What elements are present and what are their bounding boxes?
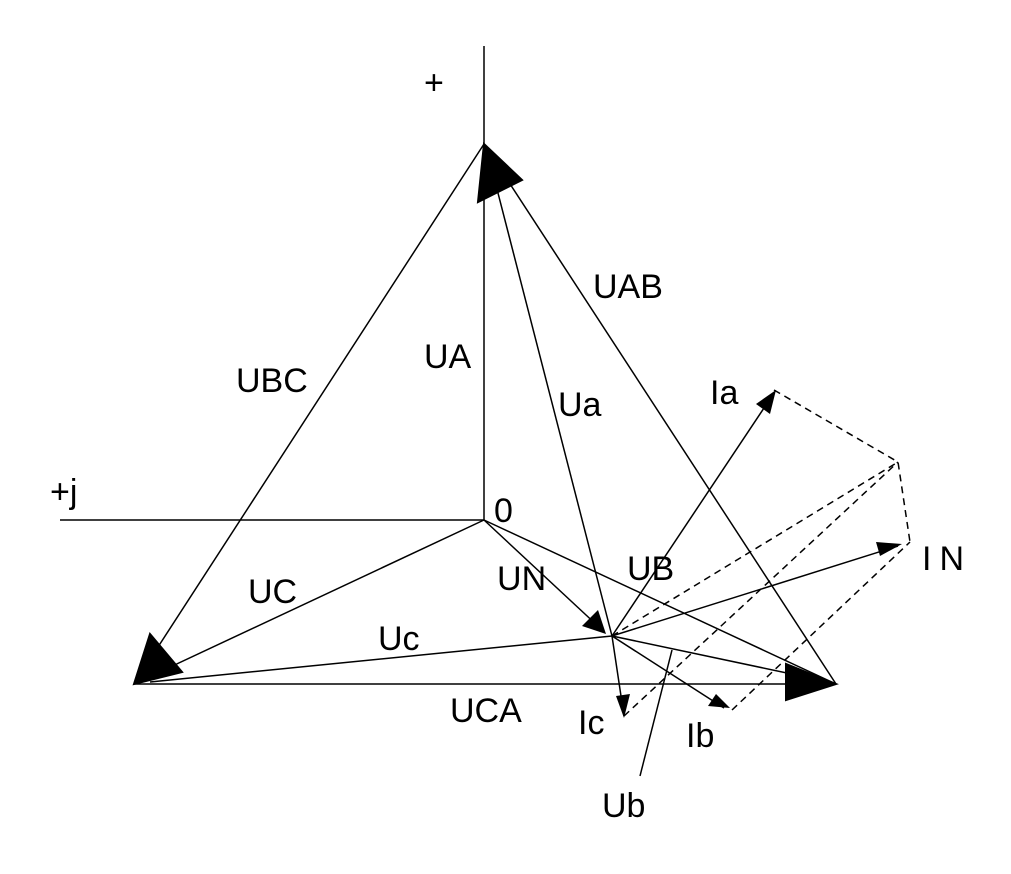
uc-line (133, 519, 485, 685)
un-line (483, 519, 601, 629)
label-Ib: Ib (686, 717, 714, 755)
label-Ua: Ua (558, 386, 602, 424)
arrowhead-vertex-c (132, 631, 184, 686)
label-origin: 0 (494, 492, 513, 530)
dashed-construction-ib (731, 541, 911, 711)
label-Ia: Ia (710, 374, 738, 412)
arrowhead-un (582, 610, 606, 634)
arrowhead-ia (756, 390, 776, 414)
dashed-construction-ic (623, 461, 899, 717)
arrowhead-vertex-b (785, 662, 839, 702)
ib-line (611, 635, 725, 709)
uab-line (483, 143, 837, 685)
arrowhead-ib (708, 694, 730, 708)
label-UA: UA (424, 338, 472, 376)
ub-leader-line (639, 649, 673, 777)
ia-line (611, 395, 773, 637)
label-plus-j: +j (50, 473, 77, 511)
label-Uc: Uc (378, 620, 420, 658)
label-Ub: Ub (602, 787, 645, 825)
label-UCA: UCA (450, 692, 522, 730)
arrowhead-vertex-a (476, 141, 524, 204)
in-line (611, 545, 899, 637)
label-UBC: UBC (236, 362, 308, 400)
ub-line (483, 519, 837, 685)
uc-load-line (149, 635, 613, 683)
label-Ic: Ic (578, 704, 604, 742)
label-plus-real: + (424, 64, 444, 102)
ua-line (489, 161, 613, 637)
dashed-construction-ia (773, 389, 911, 543)
label-UC: UC (248, 573, 297, 611)
arrowhead-in (876, 542, 902, 556)
label-UAB: UAB (593, 268, 663, 306)
label-UN: UN (497, 560, 546, 598)
arrowhead-ic (616, 694, 630, 718)
dashed-construction-n (611, 461, 899, 637)
ubc-line (133, 143, 485, 685)
label-UB: UB (627, 550, 674, 588)
